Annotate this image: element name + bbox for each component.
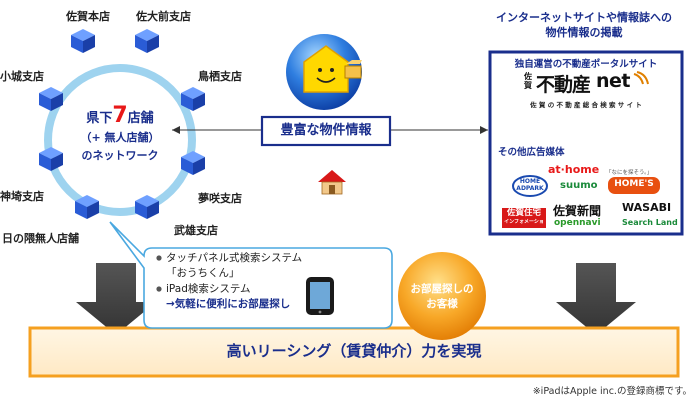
customer-circle-line1: お部屋探しの [410,283,474,295]
searchland-logo: Search Land [622,218,678,227]
portal-logo-saga-1: 佐 [524,72,532,81]
right-panel-frame [488,50,684,236]
portal-logo-saga-2: 賀 [524,81,532,90]
portal-title: 独自運営の不動産ポータルサイト [514,59,658,70]
down-arrow-left-icon [76,263,156,335]
portal-logo-sub: 佐 賀 の 不 動 産 総 合 検 索 サ イ ト [530,101,642,109]
network-center-number: 7 [112,103,128,128]
portal-logo: 佐 賀 不動産 net [524,70,654,98]
store-cube-icon [180,150,206,176]
callout-item-1-line1: タッチパネル式検索システム [166,252,303,264]
network-center-line2: （+ 無人店舗） [80,131,160,144]
network-center: 県下7店舗 （+ 無人店舗） のネットワーク [58,103,182,165]
center-box-frame [260,115,392,147]
homeadpark-logo: HOME ADPARK [515,178,545,192]
portal-logo-main: 不動産 [536,74,591,96]
customer-circle [398,252,486,340]
customer-circle-line2: お客様 [426,298,458,310]
store-label: 鳥栖支店 [198,70,242,83]
center-box-label: 豊富な物件情報 [280,123,372,138]
callout-item-2-line1: iPad検索システム [166,283,251,295]
callout-item-1: タッチパネル式検索システム 「おうちくん」 [166,251,302,281]
footnote: ※iPadはApple inc.の登録商標です。 [532,386,692,397]
small-house-icon [318,170,346,182]
portal-logo-net: net [596,70,631,92]
store-label: 日の隈無人店舗 [2,232,79,245]
sagajutaku-logo: 佐賀住宅 インフォメーション [502,209,546,236]
store-label: 小城支店 [0,70,44,83]
homeadpark-logo-2: ADPARK [516,185,544,192]
sagashinbun-logo: 佐賀新聞 [553,204,602,218]
store-cube-icon [180,86,206,112]
right-panel-heading-line2: 物件情報の掲載 [545,26,623,39]
network-center-line3: のネットワーク [81,149,159,162]
store-label: 佐大前支店 [136,10,191,23]
athome-logo: at·home [548,163,600,176]
right-panel-heading-line1: インターネットサイトや情報誌への [496,11,672,24]
customer-circle-label: お部屋探しの お客様 [398,282,486,312]
homes-tagline: 「なにを探そう。」 [606,170,653,176]
media-title: その他広告媒体 [498,147,565,158]
store-cube-icon [70,28,96,54]
network-ring [44,64,196,216]
sagajutaku-logo-1: 佐賀住宅 [506,208,541,218]
network-center-prefix: 県下 [86,111,113,126]
sagajutaku-logo-2: インフォメーション [504,219,544,234]
callout-item-2: iPad検索システム →気軽に便利にお部屋探し [166,282,290,312]
store-label: 佐賀本店 [66,10,110,23]
down-arrow-right-icon [556,263,636,335]
callout-item-1-line2: 「おうちくん」 [166,267,240,279]
store-label: 神埼支店 [0,190,44,203]
right-panel-heading: インターネットサイトや情報誌への 物件情報の掲載 [468,10,700,40]
store-cube-icon [38,86,64,112]
store-label: 武雄支店 [174,224,218,237]
store-cube-icon [38,146,64,172]
store-cube-icon [134,194,160,220]
store-cube-icon [134,28,160,54]
network-center-suffix: 店舗 [127,111,154,126]
opennavi-logo: opennavi [554,218,601,228]
store-cube-icon [74,194,100,220]
portal-logo-saga: 佐 賀 [524,72,534,90]
bottom-bar-label: 高いリーシング（賃貸仲介）力を実現 [226,342,482,360]
wasabi-logo: WASABI [622,201,672,214]
homes-logo: HOME'S [614,179,654,189]
homeadpark-logo-1: HOME [519,178,541,185]
callout-item-2-line2: →気軽に便利にお部屋探し [166,298,291,310]
bottom-bar-frame [28,326,680,378]
store-label: 夢咲支店 [198,192,242,205]
suumo-logo: suumo [560,180,598,191]
